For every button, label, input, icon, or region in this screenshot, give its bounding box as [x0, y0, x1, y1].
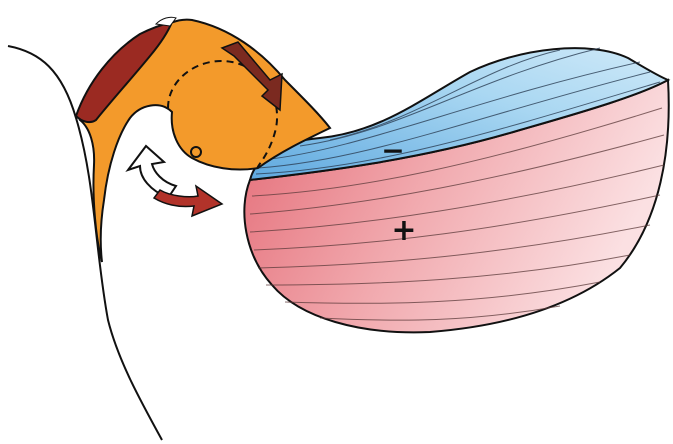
white-rotation-arrow-icon [128, 146, 176, 198]
positive-sign-label: + [391, 213, 416, 248]
negative-sign-label: − [381, 134, 404, 167]
